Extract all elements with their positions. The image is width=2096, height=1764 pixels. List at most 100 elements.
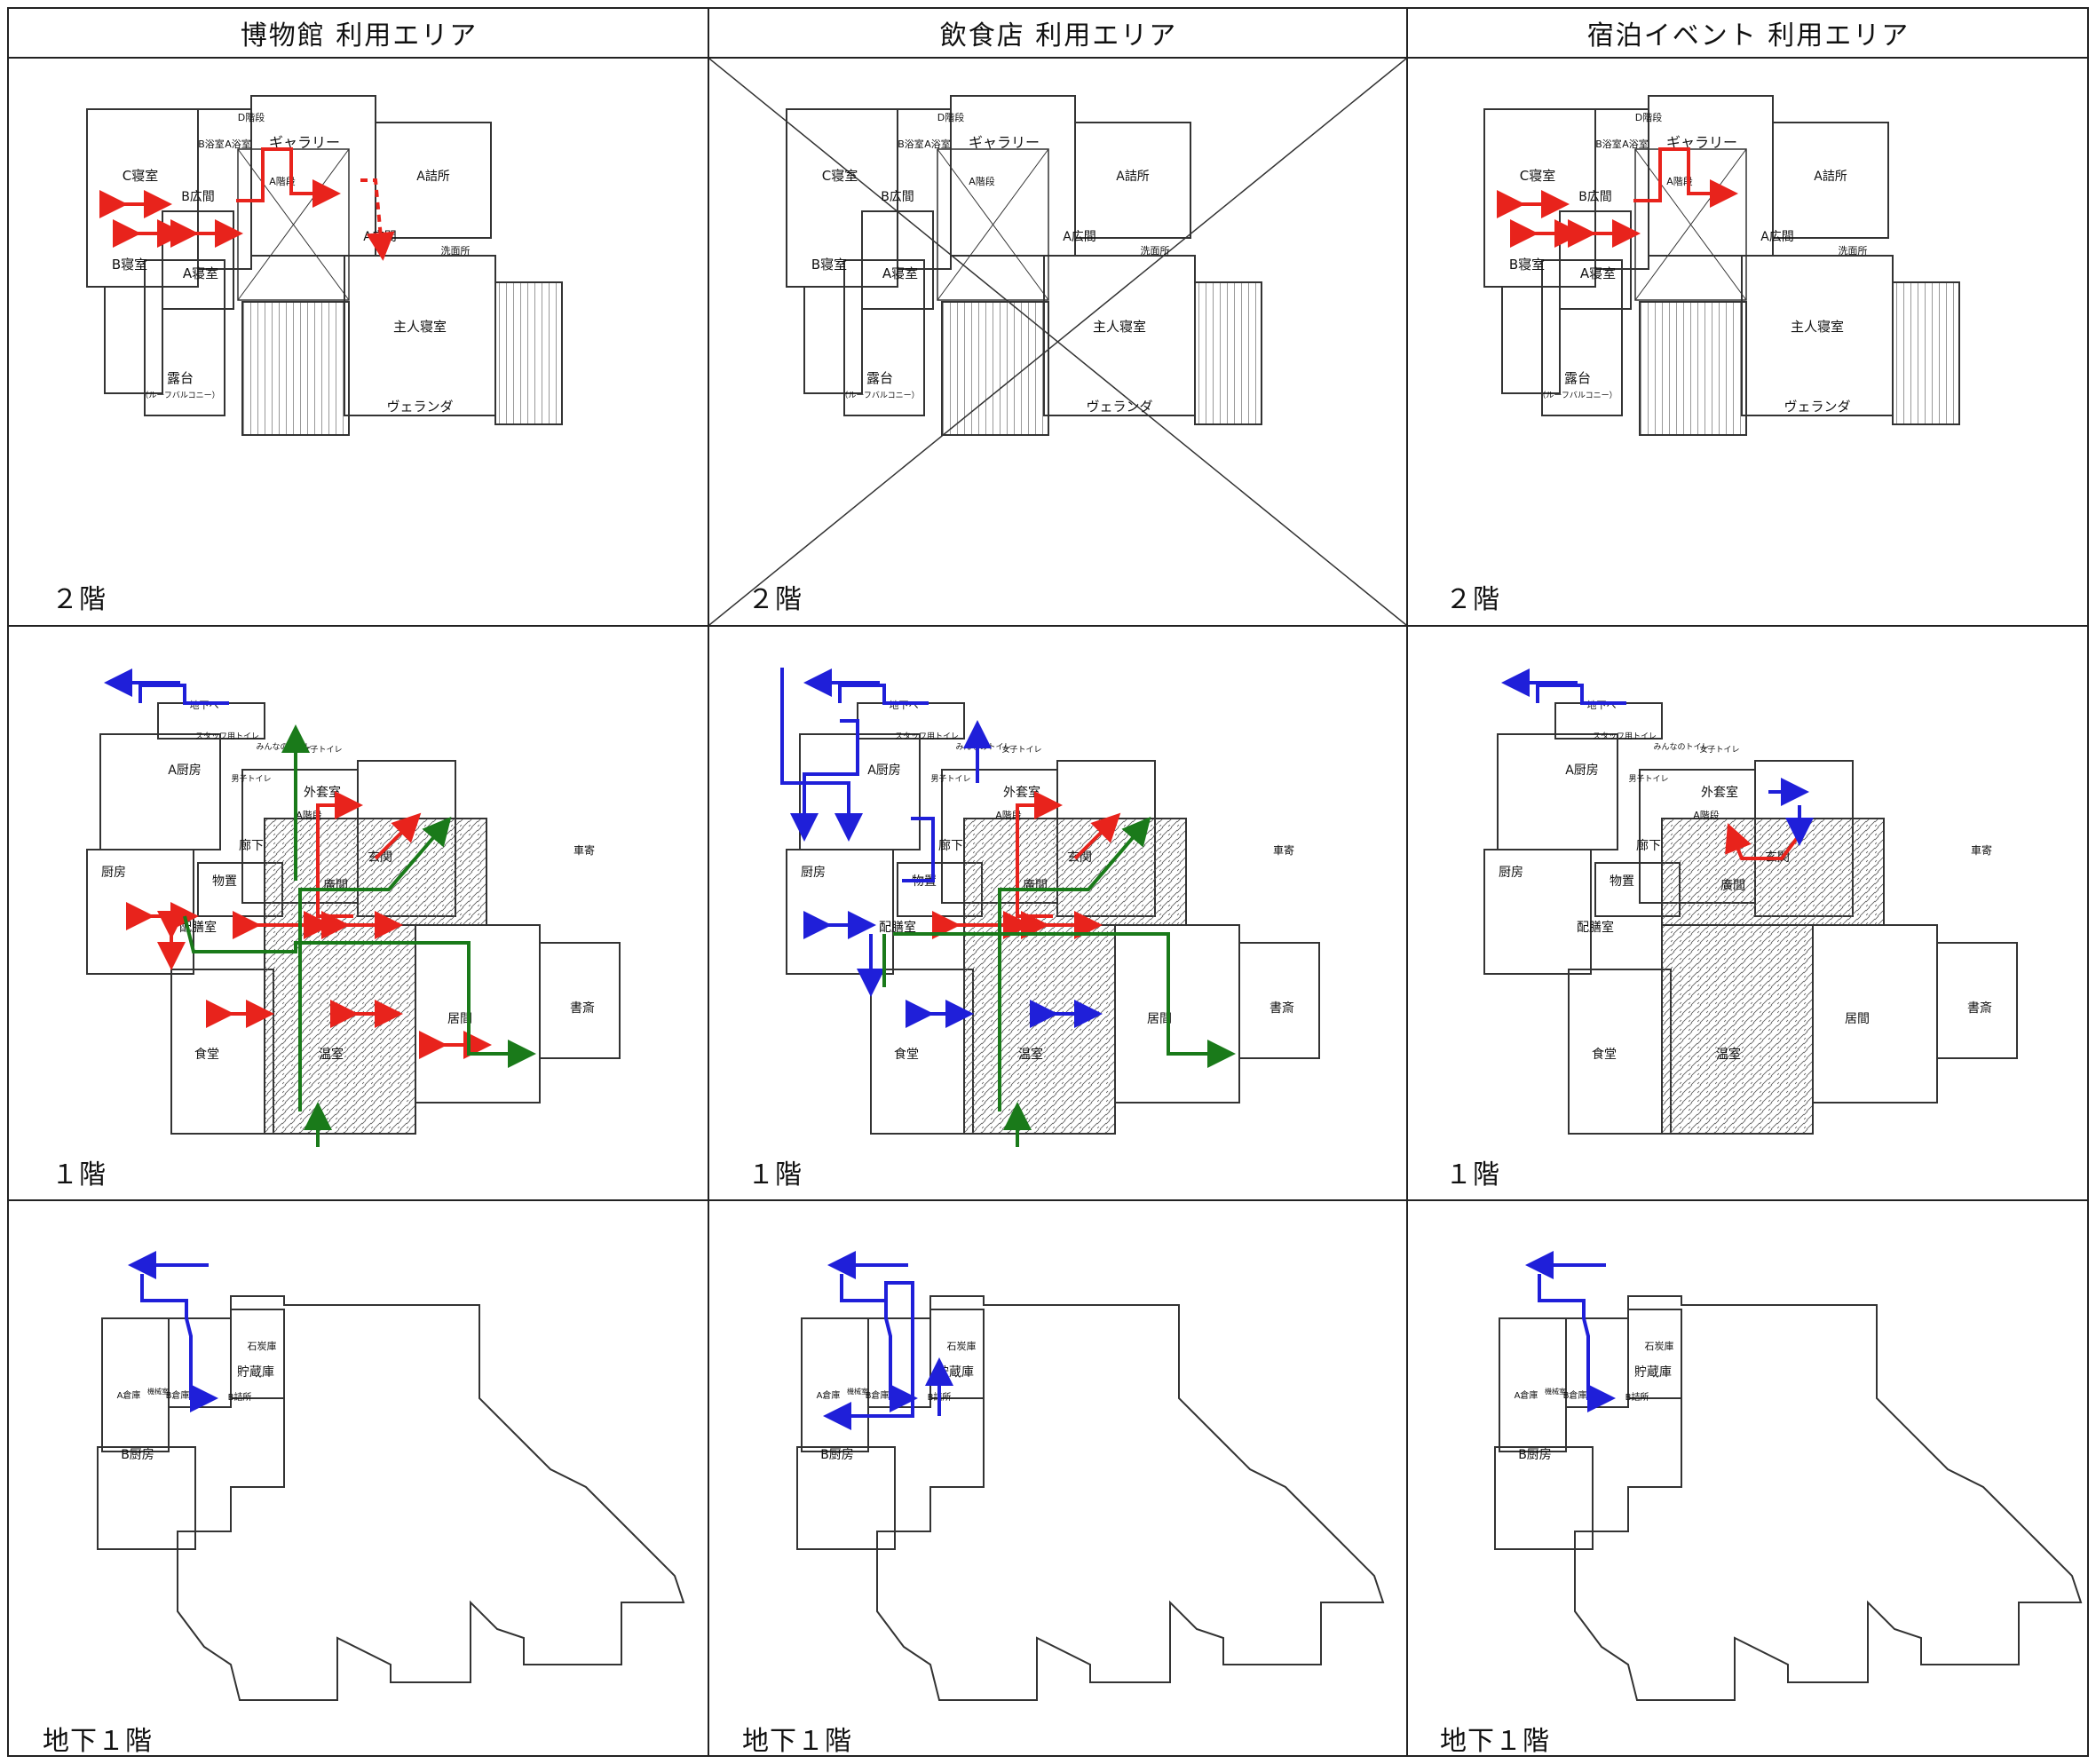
room-label: 露台 [167, 370, 194, 386]
room-label: ヴェランダ [386, 399, 453, 415]
room-label: 車寄 [1273, 843, 1294, 857]
plan-1f-restaurant: 外套室廊下厨房物置A厨房配膳室食堂温室居間書斎車寄玄関廣間みんなのトイレスタッフ… [780, 668, 1320, 1147]
basement-outline [876, 1295, 1385, 1701]
room-label: 食堂 [894, 1047, 919, 1062]
room-label: 玄関 [368, 850, 392, 865]
room-label: A階段 [269, 175, 296, 187]
row-divider [9, 625, 2087, 627]
not-used-cross [709, 59, 1406, 625]
room-label: 廊下 [938, 838, 963, 853]
room-label: 車寄 [1971, 843, 1992, 857]
plan-grid: 博物館 利用エリア 飲食店 利用エリア 宿泊イベント 利用エリア ２階 ２階 ２… [7, 7, 2089, 1757]
basement-note: 地下へ [890, 700, 919, 711]
room-label: B詰所 [228, 1391, 252, 1403]
room-label: 男子トイレ [231, 774, 271, 784]
room-label: （ルーフバルコニー） [140, 391, 219, 400]
room-label: A倉庫 [817, 1389, 841, 1401]
blue-route-path [838, 684, 929, 705]
room-label: みんなのトイレ [1653, 742, 1709, 752]
room-label: 洗面所 [1839, 245, 1868, 257]
room-label: 機械室 [1545, 1387, 1566, 1396]
blue-route-path [790, 719, 859, 842]
room-label: 主人寝室 [393, 319, 447, 335]
room-label: B詰所 [1625, 1391, 1649, 1403]
room-label: 車寄 [573, 843, 595, 857]
room-label: C寝室 [822, 168, 858, 184]
column-divider [708, 9, 709, 1755]
room-label: 厨房 [1499, 866, 1523, 880]
plan-2f-restaurant: ギャラリーC寝室B広間B寝室A寝室A広間A詰所主人寝室露台（ルーフバルコニー）ヴ… [786, 95, 1262, 436]
room-label: B寝室 [112, 257, 147, 273]
red-route-arrow [374, 812, 422, 860]
column-header-restaurant: 飲食店 利用エリア [709, 9, 1408, 59]
room-label: A浴室 [225, 138, 251, 150]
room-label: B倉庫 [166, 1389, 190, 1401]
room-label: D階段 [1635, 111, 1662, 123]
room-label: A浴室 [1622, 138, 1649, 150]
room-label: B倉庫 [1563, 1389, 1587, 1401]
room-label: 物置 [212, 874, 237, 889]
room-label: 書斎 [570, 1001, 595, 1016]
room-label: A寝室 [1580, 265, 1616, 281]
room-label: D階段 [937, 111, 964, 123]
plan-1f-museum: 外套室廊下厨房物置A厨房配膳室食堂温室居間書斎車寄玄関廣間みんなのトイレスタッフ… [86, 668, 621, 1147]
room-label: A階段 [296, 809, 322, 821]
room-label: A倉庫 [117, 1389, 141, 1401]
room-label: 書斎 [1967, 1001, 1992, 1016]
floor-label-b1: 地下１階 [43, 1726, 153, 1757]
room-label: A詰所 [1116, 170, 1150, 184]
room-label: 石炭庫 [1645, 1340, 1674, 1352]
room-label: 女子トイレ [1001, 744, 1041, 755]
room-label: A詰所 [1814, 170, 1847, 184]
blue-route-path [1538, 1274, 1616, 1412]
room-label: 食堂 [194, 1047, 219, 1062]
green-route-path [882, 932, 1222, 1054]
room-label: 玄関 [1067, 850, 1092, 865]
room-label: D階段 [238, 111, 265, 123]
room-label: 外套室 [304, 785, 341, 800]
room-label: 厨房 [801, 866, 826, 880]
room-label: A階段 [1693, 809, 1720, 821]
room-label: A詰所 [416, 170, 450, 184]
room-label: 書斎 [1269, 1001, 1294, 1016]
room-label: B厨房 [820, 1448, 854, 1462]
room-label: 居間 [1147, 1012, 1172, 1026]
room-label: ヴェランダ [1784, 399, 1850, 415]
blue-route-path [902, 817, 935, 882]
room-label: 機械室 [847, 1387, 868, 1396]
room-label: 物置 [1610, 874, 1634, 889]
room-label: 温室 [1716, 1047, 1741, 1062]
room-label: 廣間 [1720, 878, 1745, 893]
room-label: 石炭庫 [248, 1340, 277, 1352]
red-route-path [236, 147, 341, 208]
room-label: 洗面所 [441, 245, 471, 257]
room-label: 女子トイレ [1699, 744, 1739, 755]
room-label: B浴室 [198, 138, 225, 150]
green-route-path [183, 915, 536, 1068]
room-label: 厨房 [101, 866, 126, 880]
room-label: 露台 [866, 370, 893, 386]
blue-route-path [823, 1281, 914, 1430]
red-route-path [360, 178, 395, 261]
plan-1f-lodging: 外套室廊下厨房物置A厨房配膳室食堂温室居間書斎車寄玄関廣間みんなのトイレスタッフ… [1483, 668, 2018, 1135]
room-label: 貯蔵庫 [937, 1365, 974, 1380]
room-label: B浴室 [898, 138, 924, 150]
room-label: A浴室 [924, 138, 951, 150]
room-label: A階段 [995, 809, 1022, 821]
room-label: A広間 [1063, 230, 1096, 244]
room-label: A厨房 [867, 763, 901, 778]
room-label: 配膳室 [879, 920, 916, 935]
room-label: C寝室 [1520, 168, 1555, 184]
room-label: （ルーフバルコニー） [840, 391, 919, 400]
room-label: スタッフ用トイレ [195, 732, 259, 741]
room-label: 貯蔵庫 [1634, 1365, 1672, 1380]
room-label: 食堂 [1592, 1047, 1617, 1062]
basement-note: 地下へ [1587, 700, 1617, 711]
floor-label-1f: １階 [51, 1159, 107, 1191]
room-label: A寝室 [183, 265, 218, 281]
room-label: A階段 [969, 175, 995, 187]
floor-label-1f: １階 [1445, 1159, 1500, 1191]
room-label: B広間 [881, 190, 914, 204]
